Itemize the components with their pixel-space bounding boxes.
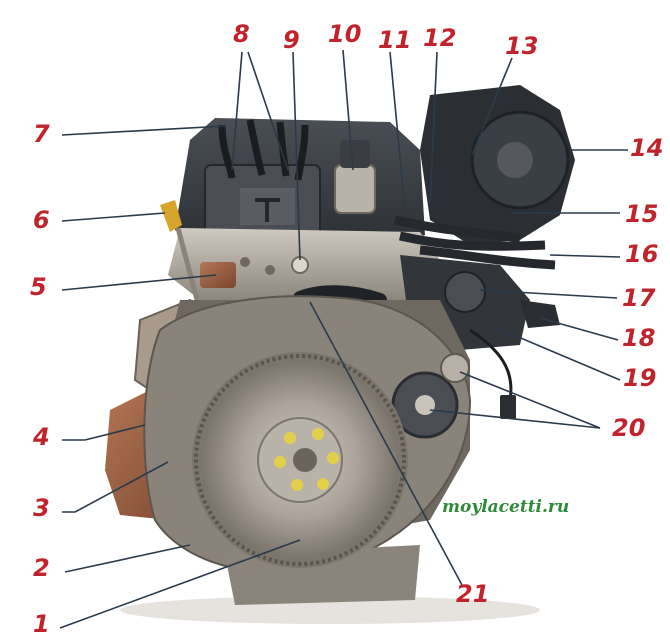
idle-valve-body [334, 164, 376, 214]
leader-5 [61, 274, 217, 291]
leader-8a [231, 51, 243, 171]
callout-20: 20 [612, 414, 645, 442]
flywheel-bolts [274, 428, 339, 491]
callout-7: 7 [33, 120, 50, 148]
coolant-hoses [394, 215, 556, 270]
leader-18 [539, 317, 619, 341]
callout-15: 15 [625, 200, 658, 228]
engine-illustration [105, 85, 575, 624]
watermark-text: moylacetti.ru [442, 497, 569, 517]
wiring-19 [469, 328, 513, 401]
callout-16: 16 [625, 240, 658, 268]
pulley-20b [440, 353, 470, 383]
leader-7 [61, 125, 226, 136]
leader-20b [429, 409, 601, 429]
coolant-sensor [200, 262, 236, 288]
callout-5: 5 [30, 273, 47, 301]
bracket-18 [520, 300, 560, 328]
callout-21: 21 [456, 580, 489, 608]
dipstick-handle [160, 200, 182, 232]
callout-14: 14 [630, 134, 663, 162]
leader-11 [389, 51, 406, 211]
callout-11: 11 [378, 26, 411, 54]
leader-lines [59, 49, 628, 629]
leader-8b [247, 51, 289, 171]
bolt-a [240, 257, 250, 267]
connector-19 [500, 395, 516, 419]
leader-4 [62, 424, 146, 441]
callout-17: 17 [622, 284, 656, 312]
distributor-rotor [497, 142, 533, 178]
callout-10: 10 [328, 20, 361, 48]
callout-3: 3 [33, 494, 50, 522]
callout-13: 13 [505, 32, 538, 60]
leader-20a [459, 371, 601, 429]
bolt-b [265, 265, 275, 275]
sensor-17 [444, 271, 486, 313]
callout-18: 18 [622, 324, 655, 352]
callout-12: 12 [423, 24, 456, 52]
flywheel-teeth [194, 354, 406, 566]
spark-plug-wires [218, 119, 309, 181]
leader-13 [471, 57, 513, 156]
flywheel-hub [293, 448, 317, 472]
leader-2 [64, 544, 191, 573]
callout-4: 4 [32, 423, 50, 451]
leader-9 [292, 51, 301, 261]
leader-10 [342, 49, 354, 171]
leader-3 [62, 461, 169, 513]
leader-6 [61, 212, 166, 222]
leader-12 [429, 51, 438, 206]
leader-1 [59, 539, 301, 629]
callout-9: 9 [283, 26, 300, 54]
ground-shadow [120, 596, 540, 624]
callout-labels: 1 2 3 4 5 6 7 8 9 10 11 12 13 14 15 16 1… [30, 20, 663, 638]
coil-t-slot [255, 198, 280, 222]
leader-21 [309, 301, 463, 586]
callout-19: 19 [623, 364, 656, 392]
idle-valve-cap [340, 140, 370, 168]
leader-16 [549, 254, 621, 258]
callout-8: 8 [233, 20, 250, 48]
callout-1: 1 [33, 610, 50, 638]
callout-6: 6 [33, 206, 50, 234]
leader-19 [489, 324, 621, 381]
leader-17 [479, 289, 618, 299]
pulley-20a-hub [415, 395, 435, 415]
callout-2: 2 [33, 554, 50, 582]
